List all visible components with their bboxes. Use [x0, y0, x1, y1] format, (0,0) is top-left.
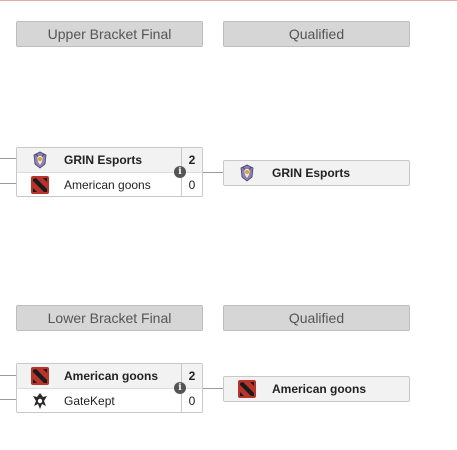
gatekept-logo-icon: [31, 392, 49, 410]
top-divider: [0, 0, 457, 1]
dota2-logo-icon: [238, 380, 256, 398]
match-slot-loser[interactable]: GateKept 0: [17, 388, 202, 413]
upper-incoming-line-2: [0, 183, 16, 184]
qualified-team-name: GRIN Esports: [272, 166, 351, 180]
grin-esports-logo-icon: [238, 164, 256, 182]
team-score: 2: [181, 364, 202, 388]
dota2-logo-icon: [31, 367, 49, 385]
upper-outgoing-line: [203, 172, 223, 173]
lower-incoming-line-2: [0, 399, 16, 400]
team-name: American goons: [64, 369, 159, 383]
dota2-logo-icon: [31, 176, 49, 194]
upper-bracket-final-header: Upper Bracket Final: [16, 21, 203, 47]
team-name: GRIN Esports: [64, 153, 143, 167]
upper-incoming-line-1: [0, 158, 16, 159]
match-info-icon[interactable]: i: [174, 166, 186, 178]
lower-bracket-final-header: Lower Bracket Final: [16, 305, 203, 331]
match-slot-winner[interactable]: American goons 2: [17, 364, 202, 388]
lower-bracket-final-match[interactable]: American goons 2 GateKept 0: [16, 363, 203, 413]
lower-qualified-team[interactable]: American goons: [223, 376, 410, 402]
upper-qualified-header: Qualified: [223, 21, 410, 47]
team-score: 2: [181, 148, 202, 172]
match-info-icon[interactable]: i: [174, 382, 186, 394]
match-slot-winner[interactable]: GRIN Esports 2: [17, 148, 202, 172]
qualified-team-name: American goons: [272, 382, 367, 396]
lower-outgoing-line: [203, 388, 223, 389]
upper-bracket-final-match[interactable]: GRIN Esports 2 American goons 0: [16, 147, 203, 197]
upper-qualified-team[interactable]: GRIN Esports: [223, 160, 410, 186]
grin-esports-logo-icon: [31, 151, 49, 169]
match-slot-loser[interactable]: American goons 0: [17, 172, 202, 197]
team-name: GateKept: [64, 394, 115, 408]
team-score: 0: [181, 173, 202, 197]
lower-qualified-header: Qualified: [223, 305, 410, 331]
team-name: American goons: [64, 178, 151, 192]
team-score: 0: [181, 389, 202, 413]
lower-incoming-line-1: [0, 375, 16, 376]
